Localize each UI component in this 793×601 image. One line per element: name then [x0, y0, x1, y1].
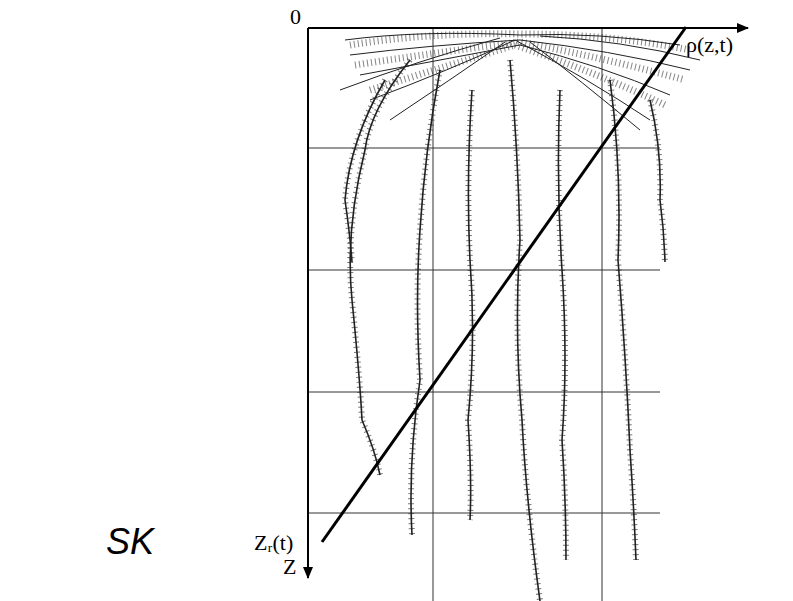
axis-label: Z [283, 556, 296, 578]
density-line [322, 27, 686, 542]
roots [340, 33, 700, 601]
axes [308, 28, 748, 578]
origin-label: 0 [290, 6, 301, 28]
axis-label: ρ(z,t) [686, 34, 733, 56]
watermark: SK [106, 524, 154, 560]
root-depth-label: Zᵣ(t) [254, 532, 293, 554]
